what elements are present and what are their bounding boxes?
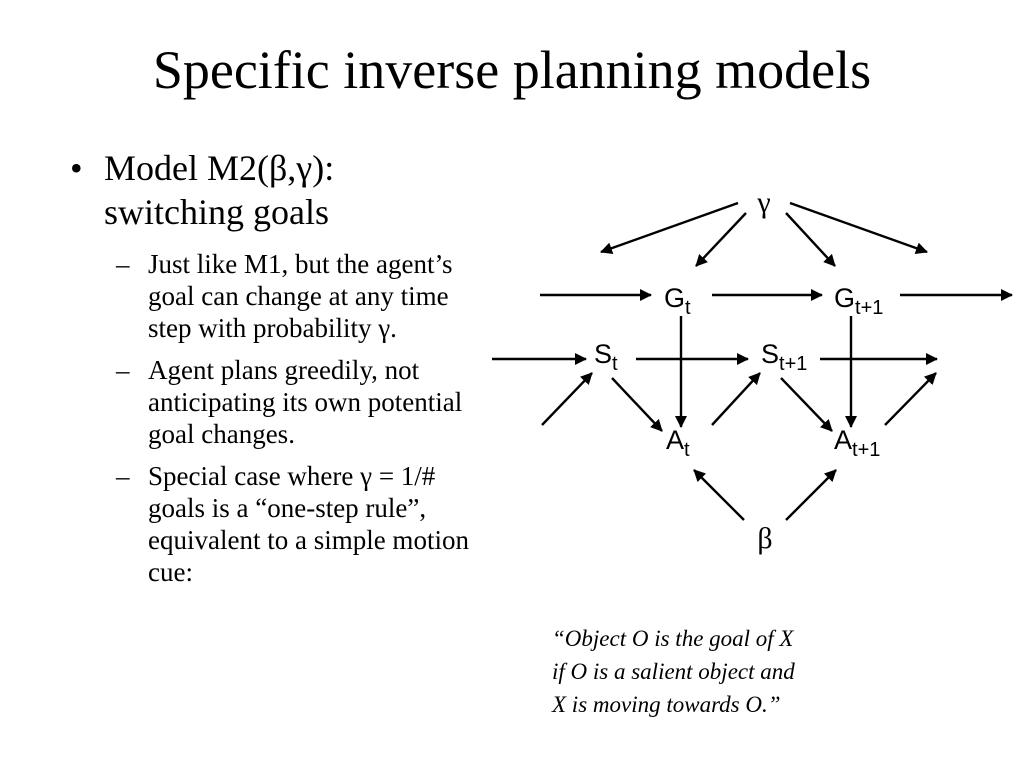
- sub-bullet-2-text: Agent plans greedily, not anticipating i…: [148, 355, 463, 449]
- node-g-t1: Gt+1: [834, 283, 883, 319]
- edge-at1-out: [884, 372, 937, 426]
- node-g-t1-sub: t+1: [855, 297, 883, 319]
- dash-mark: –: [116, 355, 130, 385]
- node-g-t-sub: t: [685, 297, 691, 319]
- node-s-t1-sub: t+1: [779, 353, 807, 375]
- node-g-t1-base: G: [834, 283, 855, 313]
- edge-gamma-right: [789, 201, 928, 254]
- edge-gamma-gt: [695, 212, 747, 267]
- dash-mark: –: [116, 249, 130, 279]
- node-g-t: Gt: [664, 283, 691, 319]
- node-a-t1-sub: t+1: [852, 439, 880, 461]
- edge-at-st1: [711, 372, 761, 426]
- quote-line-2: if O is a salient object and: [552, 659, 795, 684]
- node-gamma: γ: [756, 186, 770, 219]
- motion-cue-quote: “Object O is the goal of X if O is a sal…: [552, 622, 882, 721]
- bullet-mark: •: [70, 148, 83, 188]
- node-s-t1: St+1: [761, 339, 807, 375]
- node-a-t-sub: t: [684, 439, 690, 461]
- node-s-t-sub: t: [612, 353, 618, 375]
- sub-bullet-3: – Special case where γ = 1/# goals is a …: [116, 460, 474, 588]
- sub-bullet-1: – Just like M1, but the agent’s goal can…: [116, 248, 474, 344]
- node-a-t1: At+1: [834, 425, 880, 461]
- sub-bullet-1-text: Just like M1, but the agent’s goal can c…: [148, 249, 453, 343]
- inverse-planning-graph: γ β Gt Gt+1 St St+1 At At+1: [492, 186, 1013, 555]
- dash-mark: –: [116, 461, 130, 491]
- edge-gamma-left: [600, 201, 739, 254]
- node-a-t: At: [666, 425, 690, 461]
- slide-title: Specific inverse planning models: [152, 40, 872, 100]
- sub-bullet-3-text: Special case where γ = 1/# goals is a “o…: [148, 461, 469, 587]
- edge-beta-at: [693, 469, 745, 521]
- main-bullet: • Model M2(β,γ): switching goals: [70, 146, 490, 234]
- edge-beta-at1: [785, 469, 837, 521]
- quote-line-1: “Object O is the goal of X: [552, 626, 794, 651]
- bullet-list: • Model M2(β,γ): switching goals – Just …: [70, 146, 490, 588]
- edge-st1-at1: [780, 377, 833, 432]
- edge-gamma-gt1: [785, 212, 836, 267]
- node-g-t-base: G: [664, 283, 685, 313]
- sub-bullet-2: – Agent plans greedily, not anticipating…: [116, 354, 474, 450]
- node-a-t1-base: A: [834, 425, 852, 455]
- main-bullet-line-1: Model M2(β,γ):: [104, 148, 335, 188]
- node-s-t1-base: S: [761, 339, 779, 369]
- edge-in-st-diag: [541, 372, 593, 426]
- node-s-t-base: S: [594, 339, 612, 369]
- node-a-t-base: A: [666, 425, 684, 455]
- node-s-t: St: [594, 339, 618, 375]
- node-beta: β: [757, 522, 772, 555]
- quote-line-3: X is moving towards O.”: [552, 692, 781, 717]
- edge-st-at: [611, 377, 663, 432]
- main-bullet-line-2: switching goals: [104, 192, 329, 232]
